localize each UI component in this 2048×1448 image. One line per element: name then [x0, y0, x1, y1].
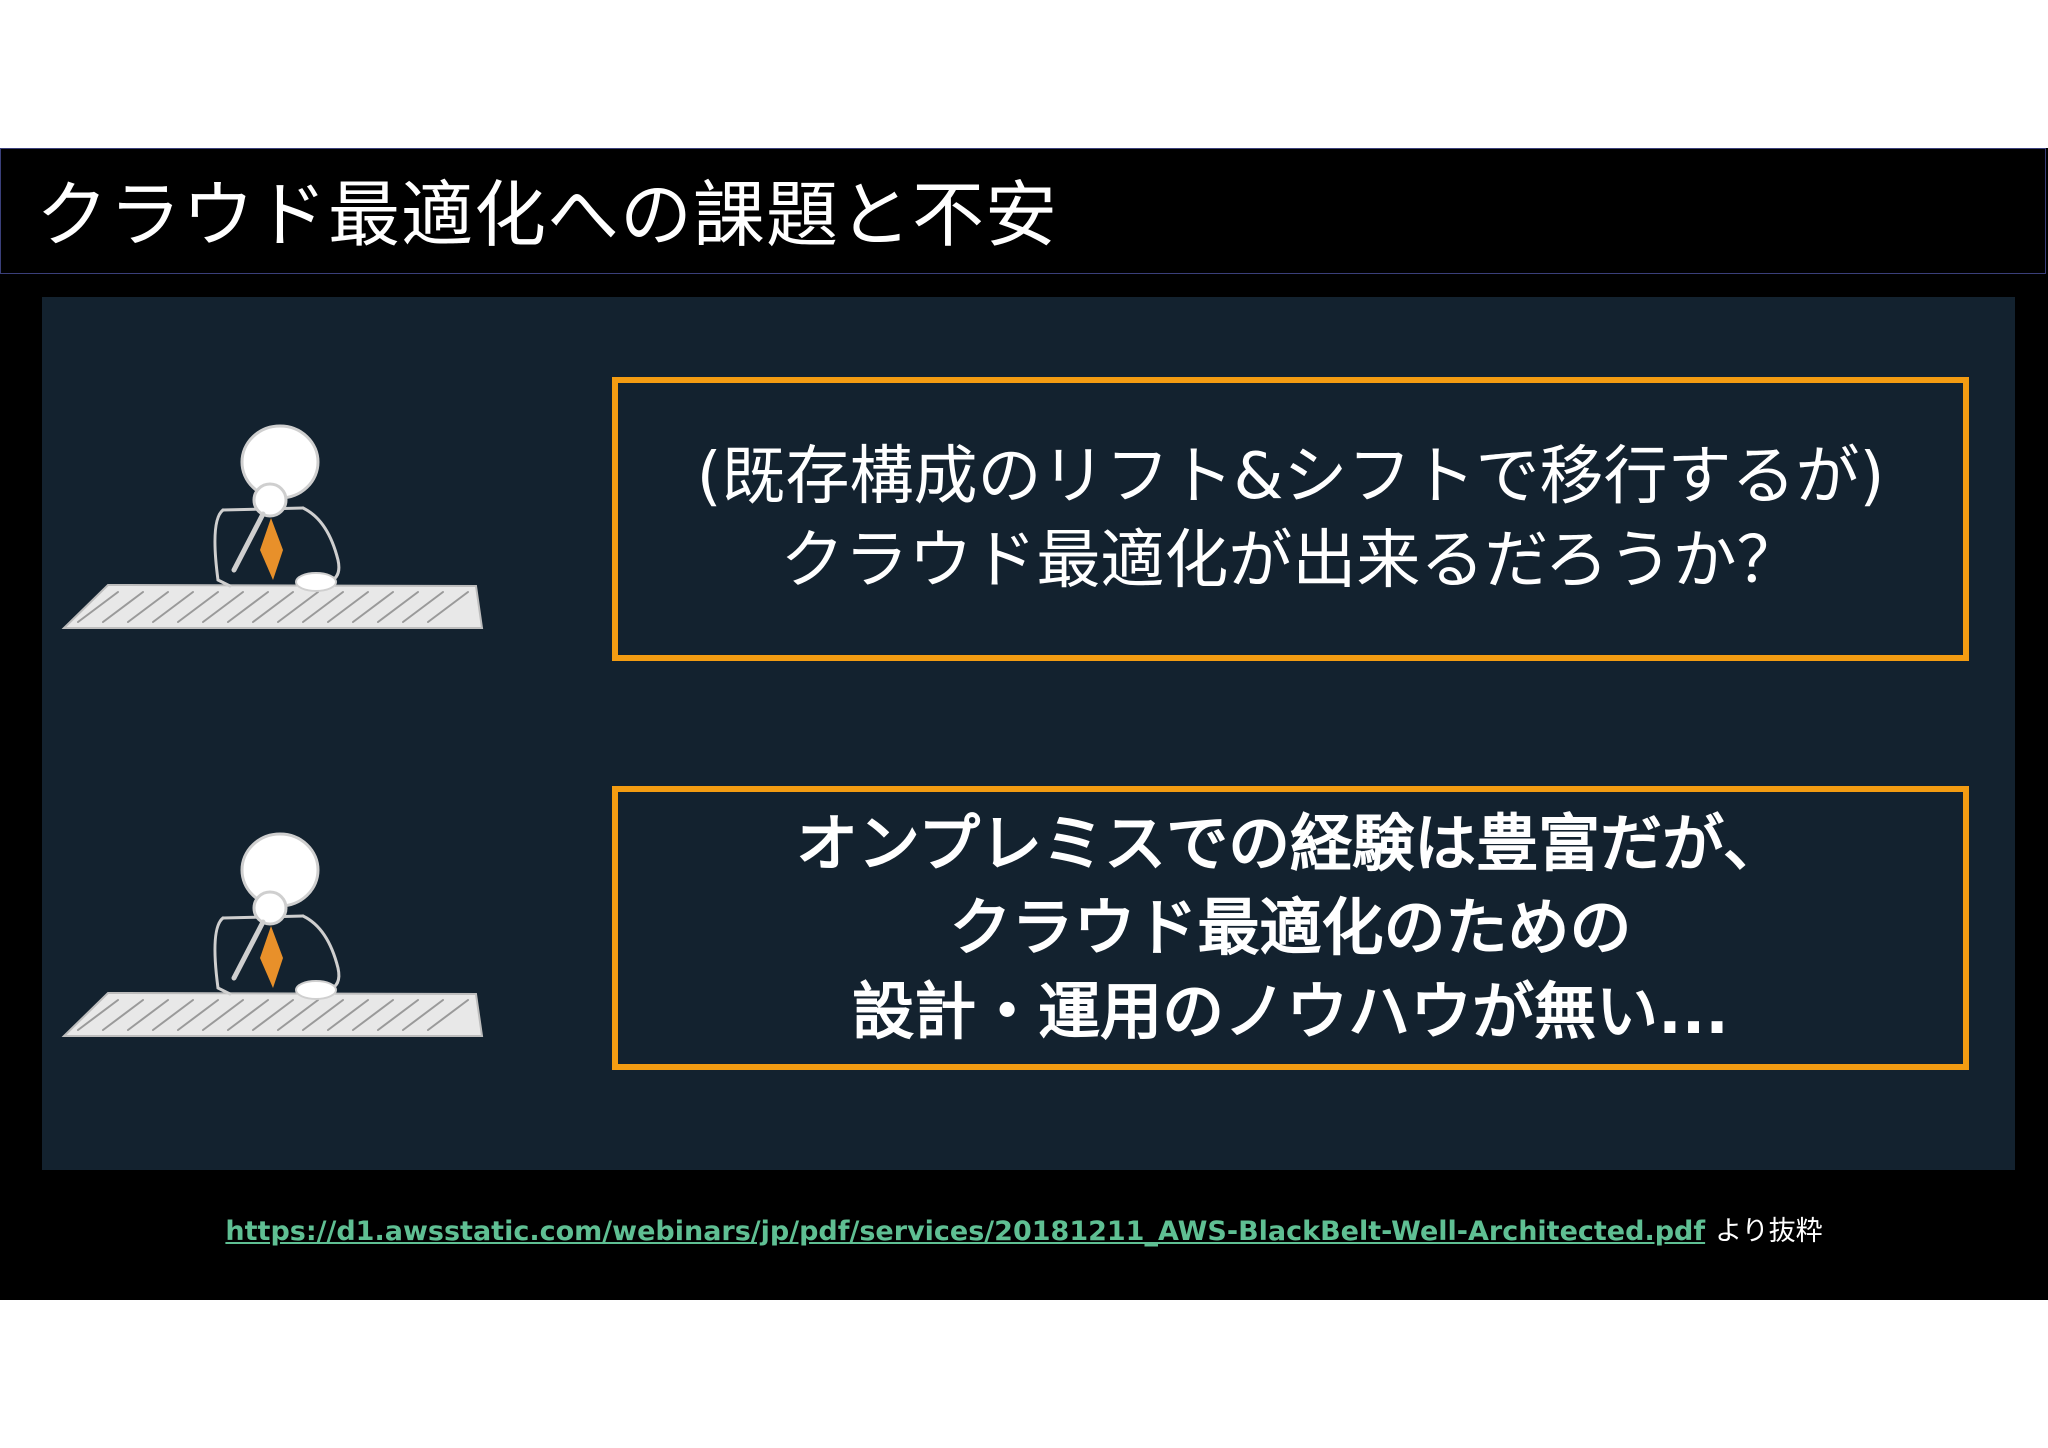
source-suffix: より抜粋 [1715, 1216, 1823, 1247]
callout-line: オンプレミスでの経験は豊富だが、 [796, 807, 1785, 880]
source-link[interactable]: https://d1.awsstatic.com/webinars/jp/pdf… [225, 1216, 1706, 1247]
person-with-magnifier-icon [61, 424, 484, 629]
callout-line: クラウド最適化が出来るだろうか？ [780, 524, 1801, 598]
callout-line: 設計・運用のノウハウが無い... [852, 975, 1729, 1048]
callout-line: (既存構成のリフト&シフトで移行するが) [696, 440, 1885, 514]
person-with-magnifier-icon [61, 832, 484, 1037]
slide-title: クラウド最適化への課題と不安 [36, 173, 1059, 257]
title-bar [0, 148, 2046, 274]
callout-box-experience: オンプレミスでの経験は豊富だが、 クラウド最適化のための 設計・運用のノウハウが… [612, 786, 1969, 1070]
source-footer: https://d1.awsstatic.com/webinars/jp/pdf… [0, 1212, 2048, 1252]
callout-line: クラウド最適化のための [949, 891, 1632, 964]
callout-box-migration: (既存構成のリフト&シフトで移行するが) クラウド最適化が出来るだろうか？ [612, 377, 1969, 661]
